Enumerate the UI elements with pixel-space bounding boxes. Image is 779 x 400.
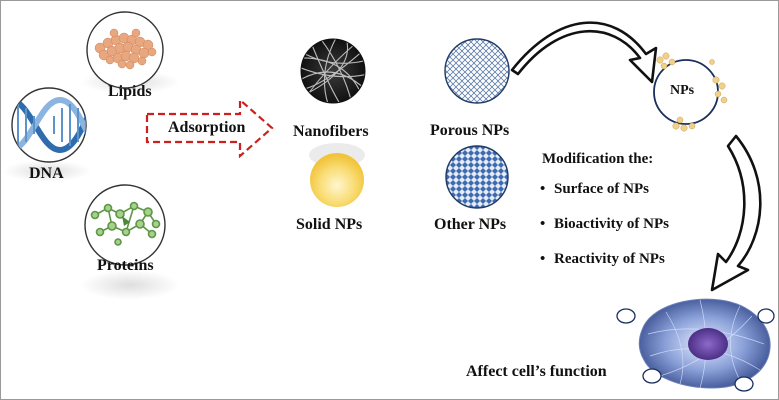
nanofibers-label: Nanofibers (293, 123, 369, 140)
modification-item: Bioactivity of NPs (540, 213, 669, 248)
proteins-label: Proteins (97, 257, 154, 274)
curved-arrow-top (510, 21, 658, 84)
np-with-corona-icon (653, 52, 728, 132)
adsorption-label: Adsorption (168, 119, 246, 136)
solid-nps-label: Solid NPs (296, 216, 363, 233)
modification-title: Modification the: (542, 151, 654, 167)
modification-list: Surface of NPs Bioactivity of NPs Reacti… (540, 178, 669, 283)
other-nps-label: Other NPs (434, 216, 507, 233)
nps-label: NPs (670, 83, 695, 98)
solid-np-sphere (310, 153, 364, 207)
modification-item: Surface of NPs (540, 178, 669, 213)
affect-cell-label: Affect cell’s function (466, 363, 607, 380)
curved-arrow-down (710, 134, 762, 292)
porous-np-sphere (444, 38, 510, 104)
dna-label: DNA (29, 165, 64, 182)
protein-molecule-icon (84, 184, 166, 266)
dna-helix-icon (11, 87, 87, 163)
nanofiber-mesh-icon (300, 38, 366, 104)
lipid-molecule-icon (86, 11, 164, 89)
porous-nps-label: Porous NPs (430, 122, 510, 139)
dna-shadow (2, 160, 92, 182)
cell-icon (616, 298, 775, 392)
other-np-sphere (445, 145, 509, 209)
lipids-label: Lipids (108, 83, 152, 100)
adsorption-arrow (145, 97, 274, 159)
modification-item: Reactivity of NPs (540, 248, 669, 283)
proteins-shadow (80, 270, 180, 300)
